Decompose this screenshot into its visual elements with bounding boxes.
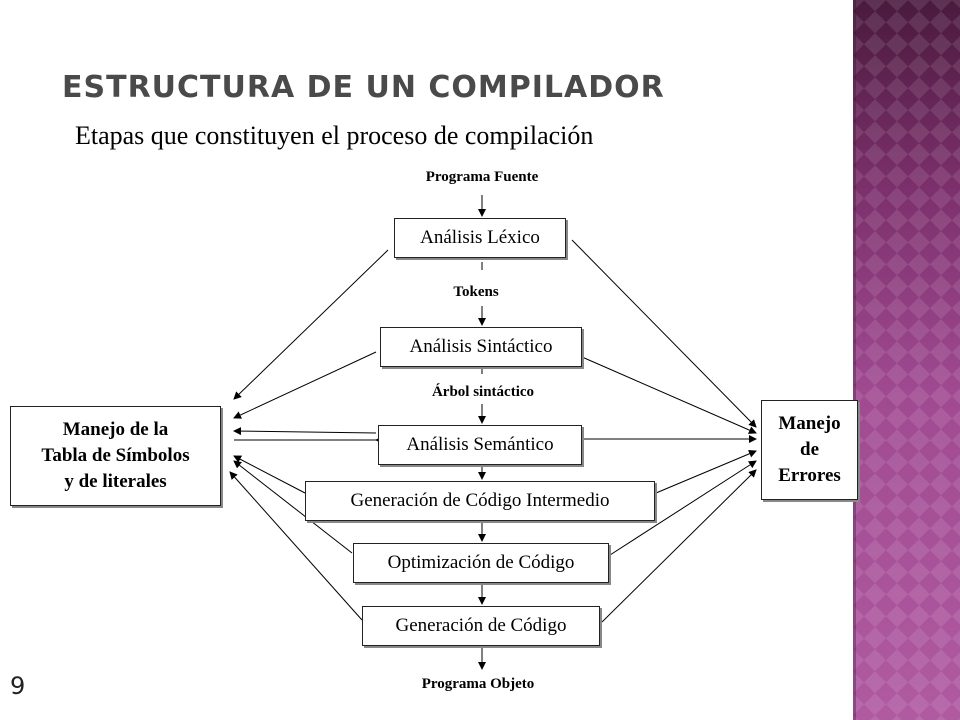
arrow-sem-to-table (233, 427, 377, 436)
sidebar-edge (853, 0, 856, 720)
arrow-lex-to-table (233, 249, 389, 400)
phase-code-generation: Generación de Código (362, 606, 600, 646)
syntax-tree-label: Árbol sintáctico (431, 384, 535, 400)
arrow-opt-to-table (233, 460, 353, 554)
arrow-gen-to-errors (601, 469, 757, 623)
arrow-gen-to-table (229, 471, 363, 621)
arrow-gen-int-to-table (233, 455, 306, 494)
errors-line-1: Manejo (778, 413, 841, 434)
input-label: Programa Fuente (425, 169, 539, 185)
symbol-table-line-3: y de literales (64, 471, 167, 492)
errors-line-2: de (800, 439, 819, 460)
tokens-label: Tokens (453, 284, 499, 300)
error-handling-box: Manejo de Errores (761, 400, 858, 500)
phase-intermediate-code-generation: Generación de Código Intermedio (305, 481, 655, 521)
symbol-table-line-1: Manejo de la (62, 419, 169, 440)
arrow-syn-to-table (233, 351, 377, 419)
slide-number: 9 (10, 672, 26, 700)
slide-subtitle: Etapas que constituyen el proceso de com… (75, 121, 594, 150)
phase-code-optimization: Optimización de Código (353, 543, 609, 583)
errors-line-3: Errores (778, 465, 841, 486)
arrow-lex-to-errors (571, 239, 757, 428)
symbol-table-box: Manejo de la Tabla de Símbolos y de lite… (10, 406, 221, 506)
phase-syntax-analysis: Análisis Sintáctico (380, 327, 582, 367)
arrow-opt-to-errors (609, 460, 757, 556)
slide-title: ESTRUCTURA DE UN COMPILADOR (62, 70, 665, 105)
decorative-sidebar (853, 0, 960, 720)
symbol-table-line-2: Tabla de Símbolos (41, 445, 190, 466)
arrow-syn-to-errors (581, 356, 757, 434)
output-label: Programa Objeto (421, 676, 535, 692)
phase-semantic-analysis: Análisis Semántico (378, 425, 582, 465)
arrow-gen-int-to-errors (655, 450, 757, 494)
phase-lexical-analysis: Análisis Léxico (394, 218, 566, 258)
